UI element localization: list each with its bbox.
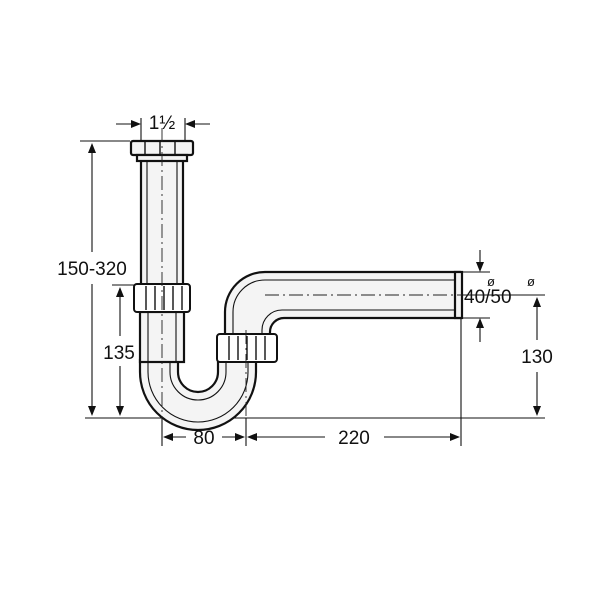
dim-diameter-symbol-2: ø [527,274,535,289]
dim-total-height-label: 150-320 [57,259,127,280]
dim-trap-height [112,284,134,416]
outlet-pipe [223,270,464,338]
dim-outlet-height-label: 130 [521,347,553,368]
dim-trap-width [161,418,247,446]
dim-trap-width-label: 80 [193,428,214,449]
center-lines [161,128,470,445]
dim-inlet-size [116,118,210,141]
dim-trap-height-label: 135 [103,343,135,364]
dim-diameter-symbol-1: ø [487,274,495,289]
dim-outlet-diameter-label: 40/50 [464,287,512,308]
dim-outlet-height [462,294,545,416]
dim-inlet-size-label: 1½ [149,113,176,134]
dim-outlet-length [247,318,462,446]
right-union-nut [216,333,278,363]
u-trap-bend [138,358,258,432]
dim-total-height [80,140,130,416]
dim-outlet-length-label: 220 [338,428,370,449]
dim-outlet-diameter [462,250,490,342]
